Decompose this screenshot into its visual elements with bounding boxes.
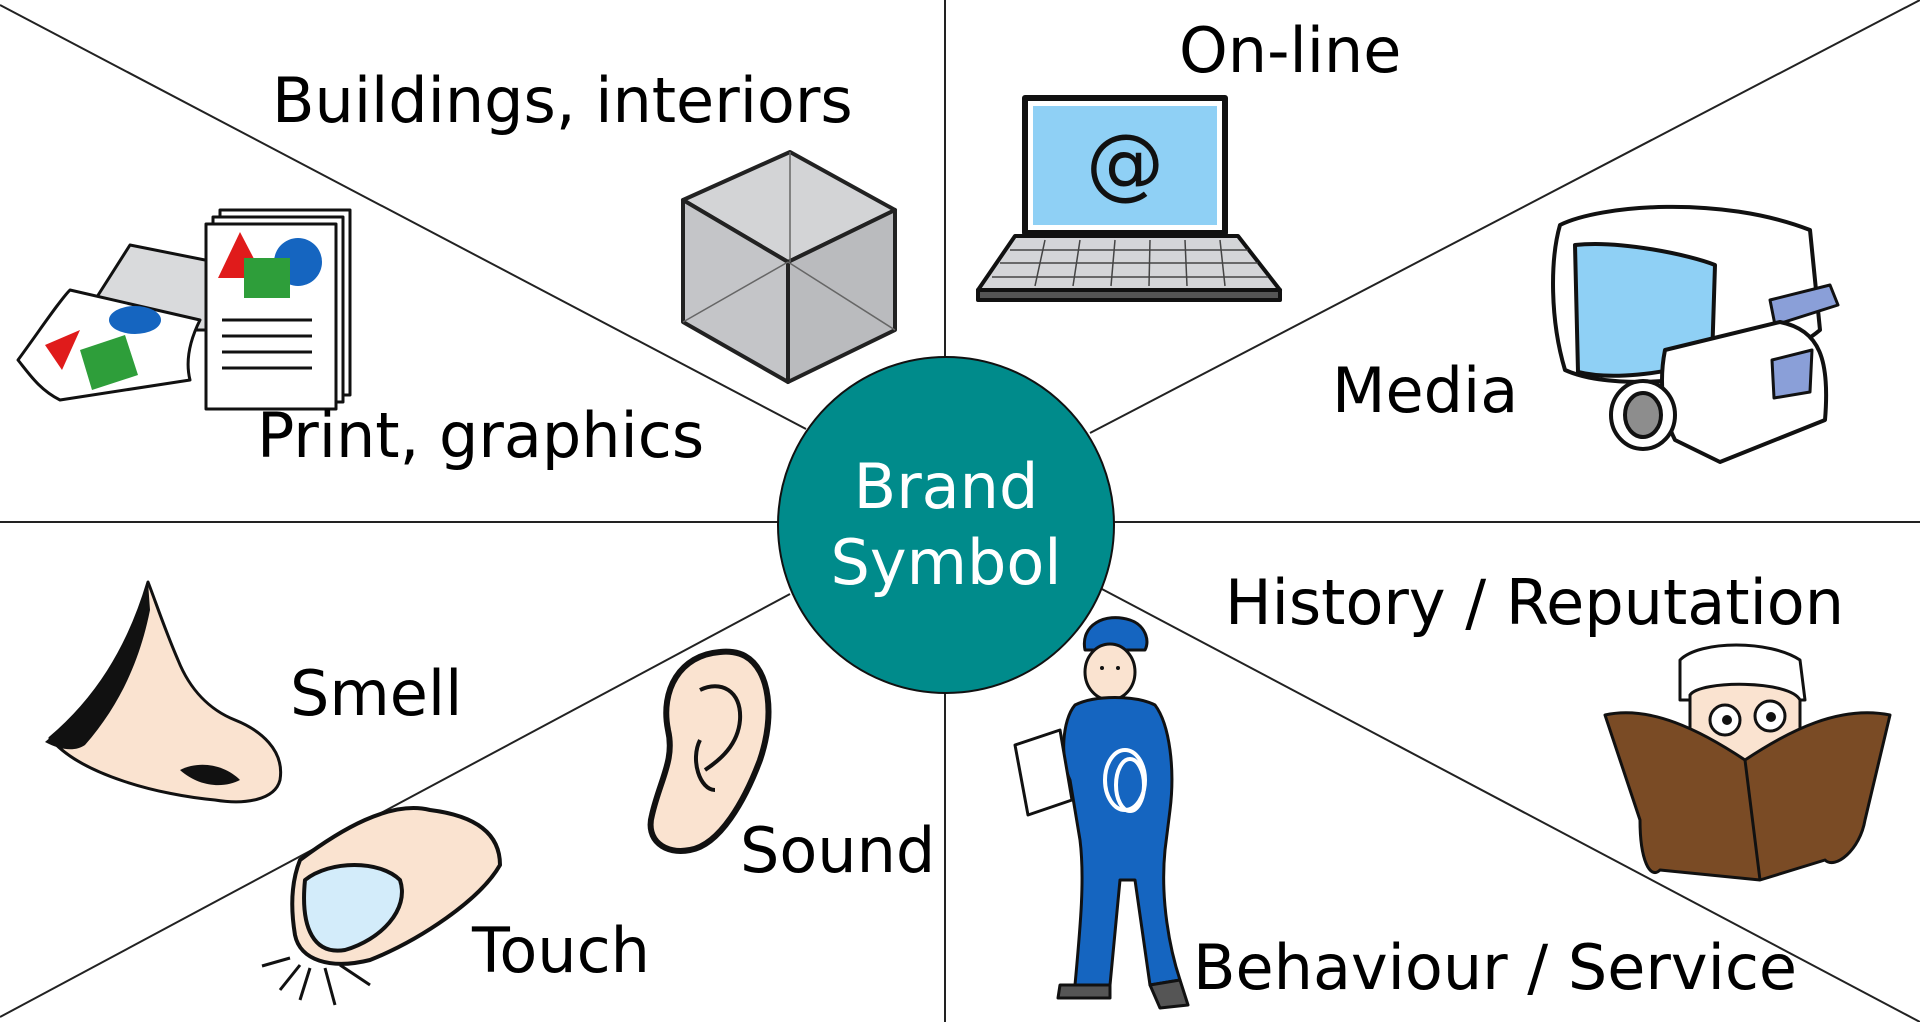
laptop-icon: @: [976, 95, 1282, 302]
label-smell: Smell: [290, 657, 463, 730]
video-camera-icon: [1551, 204, 1840, 464]
label-history-reputation: History / Reputation: [1225, 566, 1845, 639]
diagonal-lower-right: [1099, 587, 1920, 1022]
diagonal-upper-left: [0, 4, 807, 430]
ear-icon: [647, 648, 772, 854]
finger-icon: [261, 806, 502, 1006]
cube-icon: [681, 150, 897, 384]
nose-icon: [45, 580, 283, 804]
brand-symbol-line-1: Brand: [853, 450, 1039, 524]
label-sound: Sound: [740, 814, 936, 887]
laptop-screen-at: @: [1086, 119, 1164, 209]
brand-symbol-line-2: Symbol: [830, 526, 1062, 599]
label-buildings-interiors: Buildings, interiors: [272, 64, 853, 137]
label-print-graphics: Print, graphics: [257, 399, 705, 472]
diagonal-lower-left: [0, 593, 791, 1018]
brand-symbol-label: Brand Symbol: [776, 355, 1116, 695]
reading-man-icon: [1603, 643, 1892, 882]
label-touch: Touch: [472, 914, 650, 987]
printer-icon: [16, 208, 352, 411]
label-media: Media: [1332, 354, 1519, 427]
diagonal-upper-right: [1089, 0, 1920, 434]
brand-symbol-circle: [777, 356, 1115, 694]
label-online: On-line: [1179, 14, 1402, 87]
worker-icon: [1013, 616, 1190, 1010]
label-behaviour-service: Behaviour / Service: [1193, 931, 1798, 1004]
